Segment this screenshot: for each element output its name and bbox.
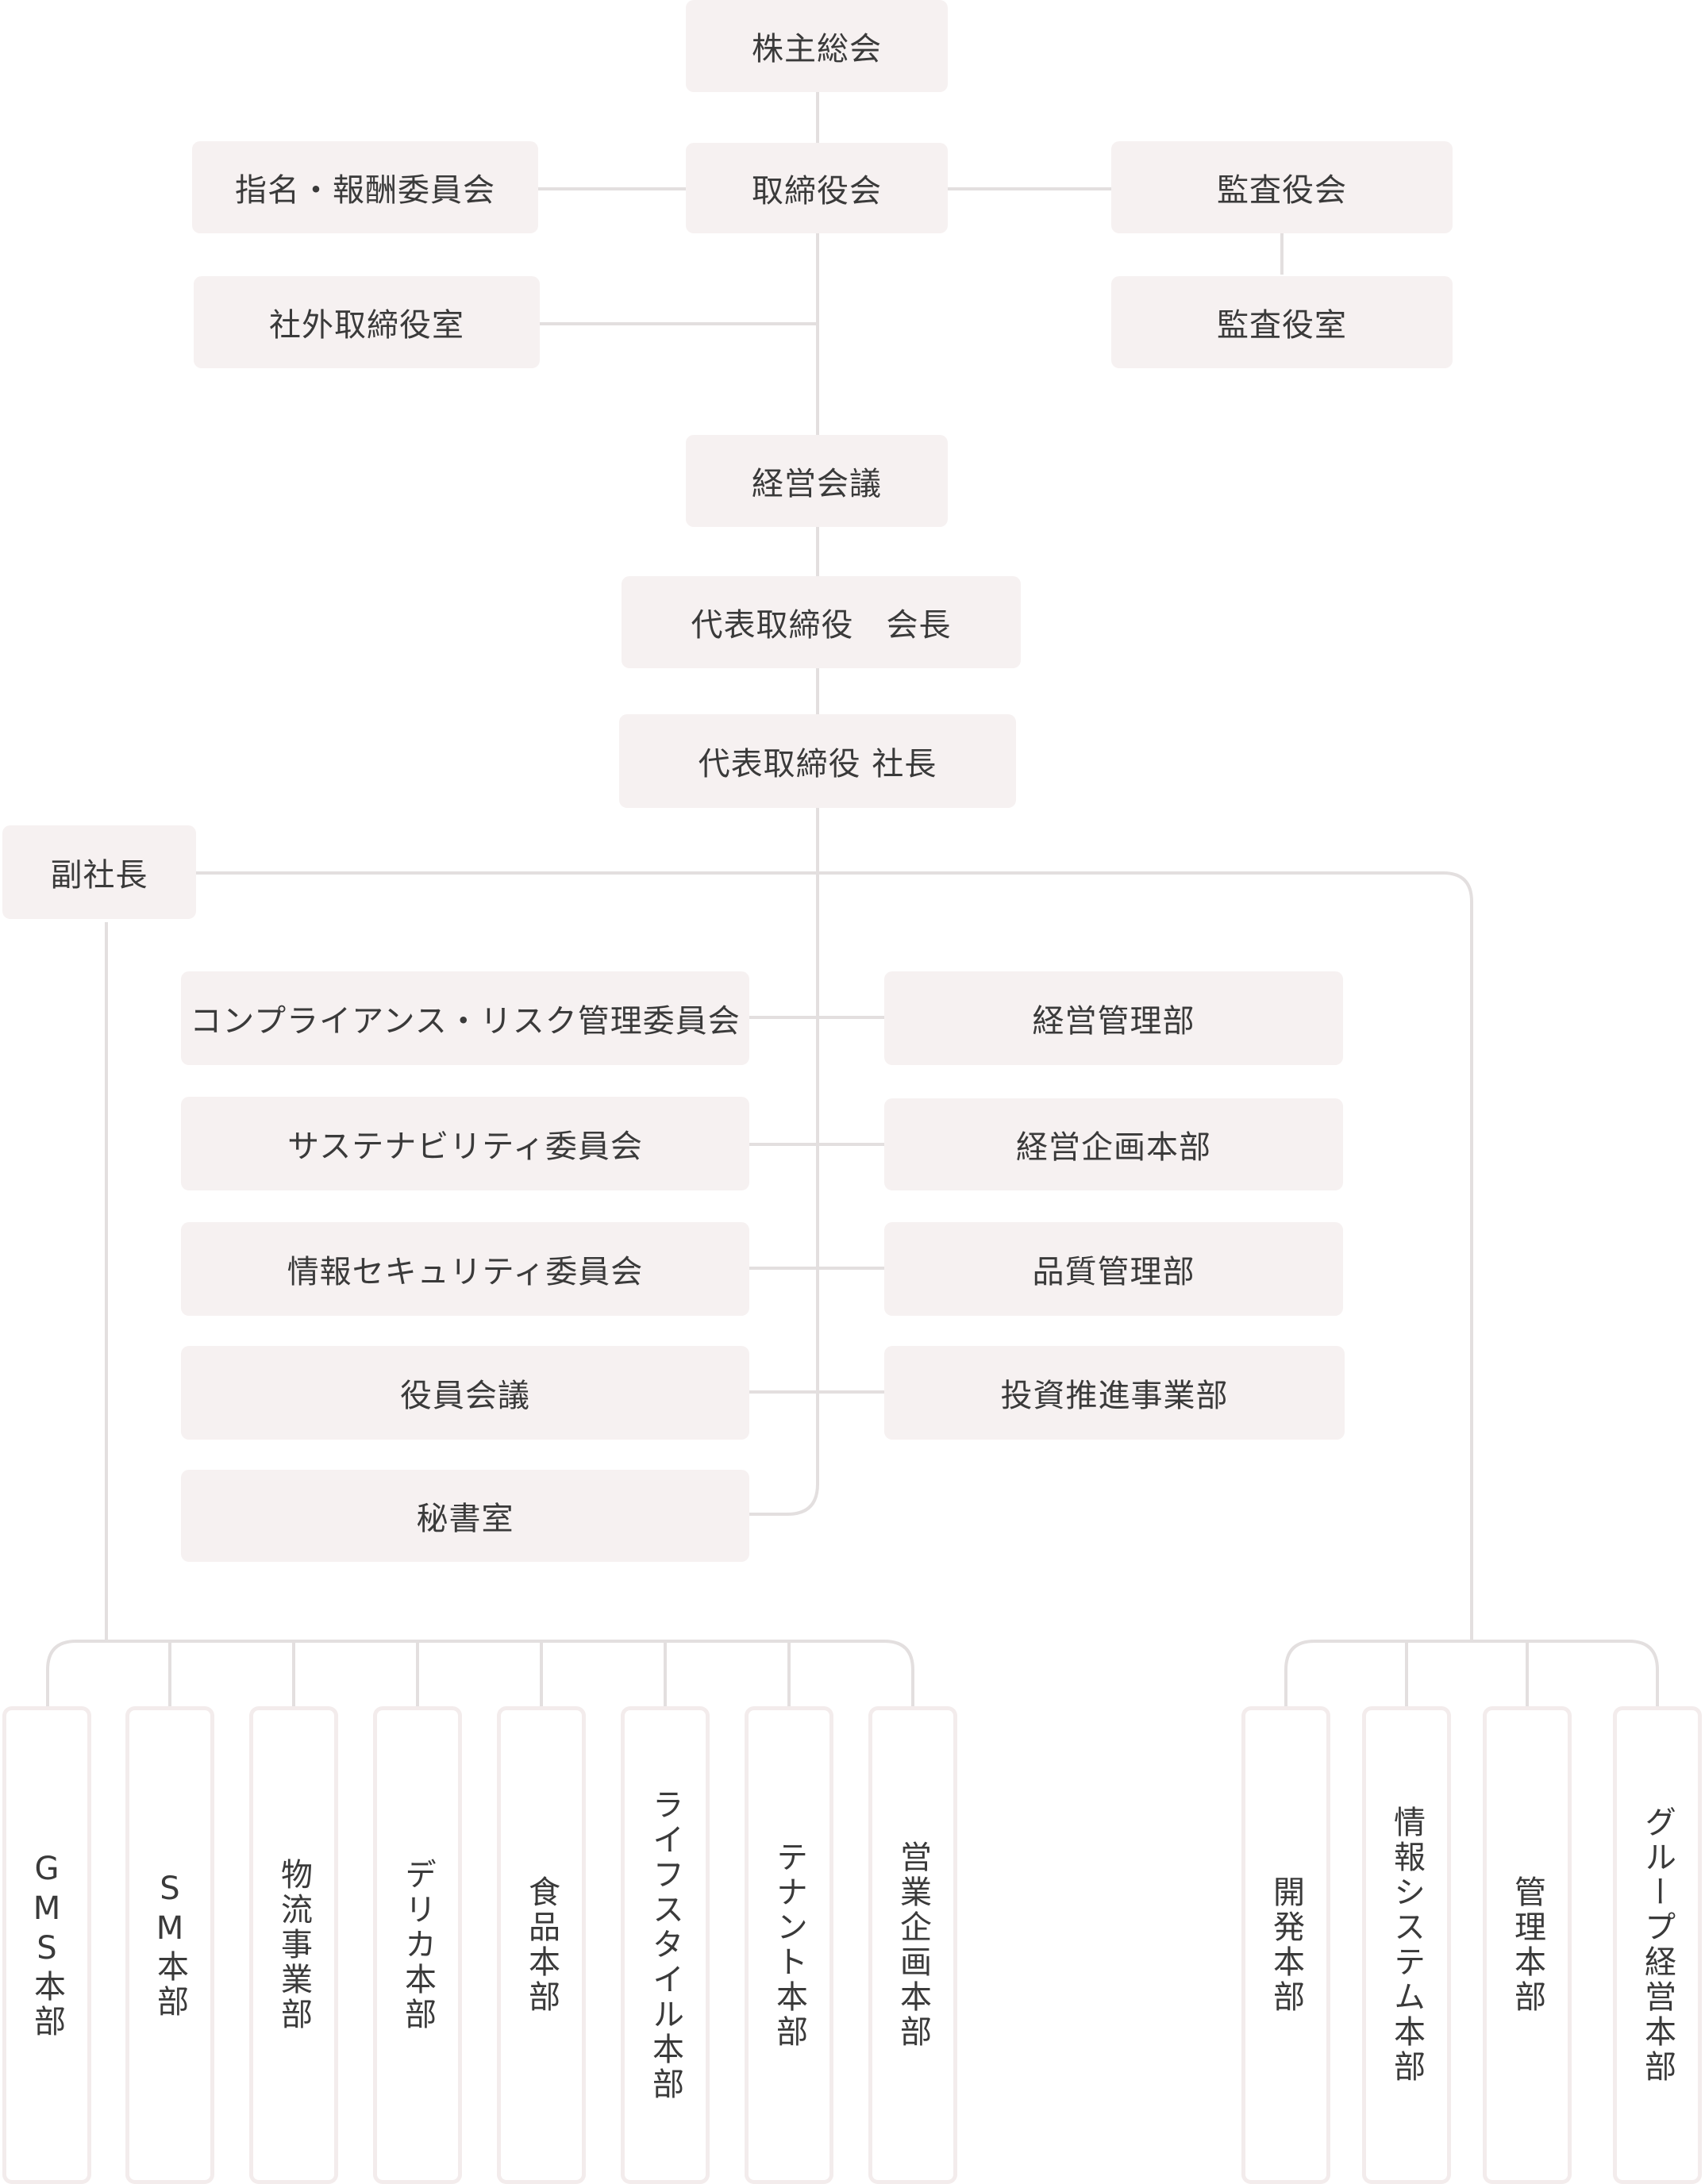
division-development: 開発本部 [1241,1706,1330,2184]
committee-sustainability: サステナビリティ委員会 [181,1097,749,1190]
board-box: 取締役会 [686,143,948,233]
nomination-committee-box: 指名・報酬委員会 [192,141,538,233]
auditors-box: 監査役会 [1111,141,1453,233]
connector-right-bus [1284,1640,1659,1706]
division-food: 食品本部 [497,1706,586,2184]
president-box: 代表取締役 社長 [619,714,1016,808]
division-delica: デリカ本部 [373,1706,462,2184]
auditors-office-box: 監査役室 [1111,276,1453,368]
division-lifestyle: ライフスタイル本部 [621,1706,710,2184]
vice-president-box: 副社長 [2,825,196,919]
chairman-box: 代表取締役 会長 [622,576,1021,668]
secretariat-box: 秘書室 [181,1470,749,1562]
dept-management-admin: 経営管理部 [884,971,1343,1065]
dept-quality-control: 品質管理部 [884,1222,1343,1316]
division-it-systems: 情報システム本部 [1362,1706,1451,2184]
outside-directors-box: 社外取締役室 [194,276,540,368]
dept-corporate-planning: 経営企画本部 [884,1098,1343,1190]
management-meeting-box: 経営会議 [686,435,948,527]
division-group-management: グループ経営本部 [1613,1706,1702,2184]
division-gms: GMS本部 [2,1706,91,2184]
division-administration: 管理本部 [1483,1706,1572,2184]
committee-infosec: 情報セキュリティ委員会 [181,1222,749,1316]
connector-left-bus [46,1640,914,1706]
shareholders-box: 株主総会 [686,0,948,92]
division-logistics: 物流事業部 [249,1706,338,2184]
dept-investment: 投資推進事業部 [884,1346,1345,1440]
division-tenant: テナント本部 [745,1706,833,2184]
committee-officers-meeting: 役員会議 [181,1346,749,1440]
committee-compliance: コンプライアンス・リスク管理委員会 [181,971,749,1065]
division-sales-planning: 営業企画本部 [868,1706,957,2184]
connector-vp [195,871,1473,1641]
division-sm: SM本部 [125,1706,214,2184]
connector-trunk-lower [749,806,819,1516]
